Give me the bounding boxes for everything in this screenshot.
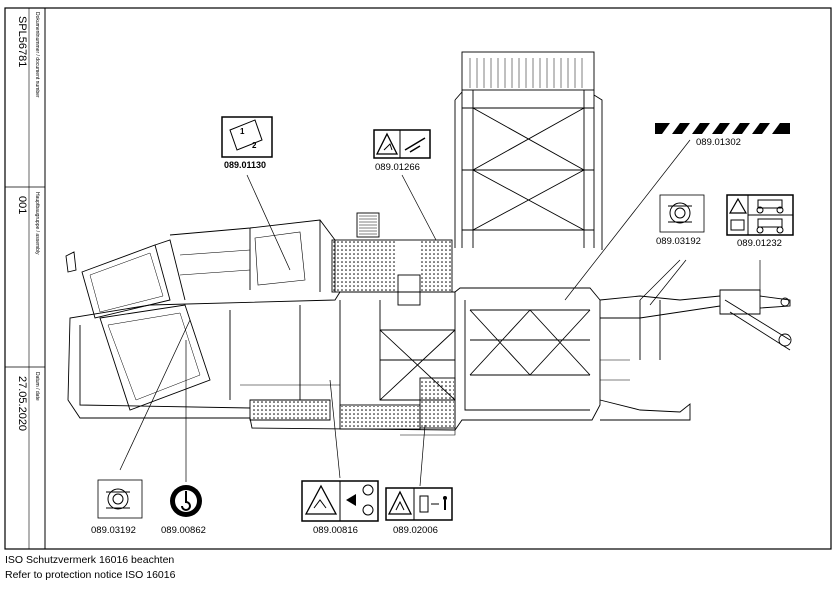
- decal-code: 089.00816: [313, 525, 358, 536]
- decal-code: 089.00862: [161, 525, 206, 536]
- decal-code: 089.02006: [393, 525, 438, 536]
- decal-code: 089.03192: [91, 525, 136, 536]
- bunker: [65, 239, 211, 411]
- date-label: Datum / date: [34, 372, 40, 401]
- drawing-frame: [4, 7, 832, 550]
- decal-hose-icon: [97, 479, 143, 519]
- drawbar: [599, 289, 792, 421]
- decal-hose-icon: [659, 194, 705, 233]
- decal-warning-rotating-icon: [301, 480, 379, 522]
- date-value: 27.05.2020: [16, 376, 28, 432]
- protection-notice-de: ISO Schutzvermerk 16016 beachten: [5, 554, 175, 566]
- decal-lock-icon: 1 2: [221, 116, 273, 158]
- upper-body: [169, 212, 380, 292]
- chassis: [67, 287, 601, 431]
- decal-code: 089.01266: [375, 162, 420, 173]
- decal-lifting-hook-icon: [170, 485, 202, 517]
- leader-lines: [119, 139, 761, 487]
- decal-warning-distance-icon: [385, 487, 453, 521]
- decal-tractor-warning-icon: [726, 194, 794, 236]
- decal-warning-crush-icon: [373, 129, 431, 159]
- doc-number-label: Dokumentnummer / document number: [34, 12, 40, 98]
- assembly-number: 001: [16, 196, 28, 215]
- decal-code: 089.01130: [224, 160, 267, 170]
- decal-code: 089.01232: [737, 238, 782, 249]
- assembly-label: Hauptbaugruppe / assembly: [34, 192, 40, 255]
- decal-code: 089.01302: [696, 137, 741, 148]
- svg-text:1: 1: [240, 127, 245, 136]
- elevator-tower: [454, 51, 603, 250]
- decal-code: 089.03192: [656, 236, 701, 247]
- perforation-texture: [252, 241, 454, 428]
- protection-notice-en: Refer to protection notice ISO 16016: [5, 569, 176, 581]
- warning-stripe-decal: [655, 123, 790, 134]
- doc-number: SPL56781: [16, 16, 28, 68]
- lower-details: [240, 359, 630, 436]
- svg-text:2: 2: [252, 141, 257, 150]
- perforated-panels: [331, 239, 456, 430]
